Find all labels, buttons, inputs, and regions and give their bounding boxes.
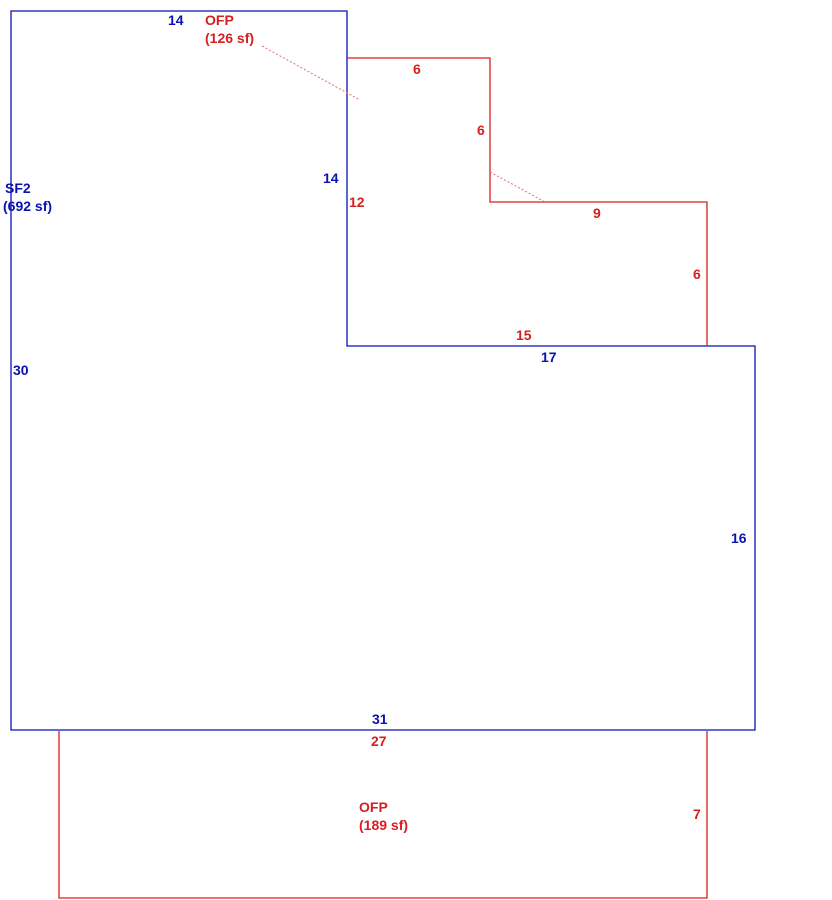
ofp-upper-left-dimension: 12 (349, 194, 365, 210)
ofp-lower-outline (58, 731, 708, 899)
ofp-upper-area-size: (126 sf) (205, 30, 254, 46)
ofp-upper-step-leader-line (489, 171, 546, 203)
sf2-outline (10, 10, 756, 731)
sf2-top-dimension: 14 (168, 12, 184, 28)
ofp-lower-area-code: OFP (359, 799, 388, 815)
ofp-lower-area-size: (189 sf) (359, 817, 408, 833)
ofp-upper-top-dimension: 6 (413, 61, 421, 77)
sf2-right-dimension: 16 (731, 530, 747, 546)
ofp-upper-outline (347, 57, 708, 346)
sf2-area-code: SF2 (5, 180, 31, 196)
sf2-area-size: (692 sf) (3, 198, 52, 214)
ofp-upper-step-top-dimension: 9 (593, 205, 601, 221)
ofp-upper-leader-line (261, 45, 361, 101)
ofp-upper-bottom-dimension: 15 (516, 327, 532, 343)
sf2-step-dimension: 17 (541, 349, 557, 365)
sf2-left-dimension: 30 (13, 362, 29, 378)
ofp-upper-area-code: OFP (205, 12, 234, 28)
sf2-bottom-dimension: 31 (372, 711, 388, 727)
ofp-lower-right-dimension: 7 (693, 806, 701, 822)
ofp-lower-top-dimension: 27 (371, 733, 387, 749)
sf2-inner-left-dimension: 14 (323, 170, 339, 186)
ofp-upper-right-dimension: 6 (693, 266, 701, 282)
ofp-upper-step-right-dimension: 6 (477, 122, 485, 138)
